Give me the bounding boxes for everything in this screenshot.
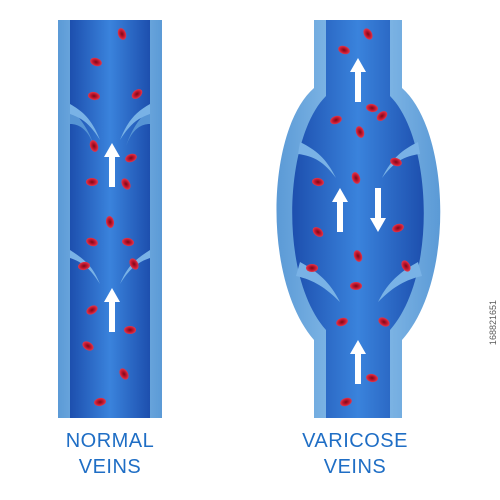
normal-valve-lower-left [70,250,100,284]
varicose-veins-label: VARICOSE VEINS [270,428,440,480]
normal-valve-upper-right [126,108,150,146]
normal-veins-label-line2: VEINS [78,456,142,478]
varicose-valve-upper-left [298,142,336,178]
normal-veins-label-line1: NORMAL [65,430,155,452]
normal-vein [58,20,162,418]
normal-veins-label: NORMAL VEINS [30,428,190,480]
normal-valve-lower-right [120,250,150,284]
normal-valve-upper-left [70,108,94,146]
varicose-veins-label-line1: VARICOSE [302,430,408,452]
varicose-vein-lumen [292,20,424,418]
varicose-valve-lower-right [378,262,422,302]
varicose-valve-upper-right [382,142,420,178]
varicose-valve-lower-left [296,262,340,302]
stock-id: 168821651 [488,300,498,346]
varicose-veins-label-line2: VEINS [323,456,387,478]
varicose-vein [276,20,441,418]
